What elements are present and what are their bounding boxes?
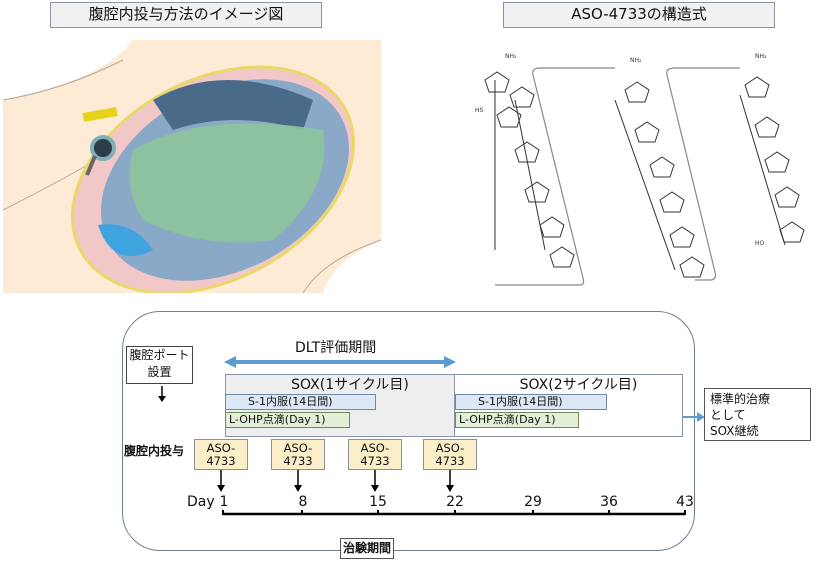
continue-line2: として bbox=[710, 408, 746, 422]
strand-segment-2 bbox=[614, 81, 705, 278]
aso-dose-box: ASO-4733 bbox=[194, 439, 248, 470]
port-placement-box: 腹腔ポート 設置 bbox=[126, 346, 193, 384]
continue-line3: SOX継続 bbox=[710, 424, 759, 438]
sox-cycle-2-title: SOX(2サイクル目) bbox=[519, 377, 638, 393]
down-arrow-icon bbox=[158, 386, 166, 402]
aso-line2: 4733 bbox=[360, 454, 390, 468]
linker-line-1 bbox=[495, 67, 615, 286]
svg-text:HO: HO bbox=[755, 240, 765, 247]
aso-line2: 4733 bbox=[206, 454, 236, 468]
port-cap-icon bbox=[82, 107, 118, 122]
strand-segment-1 bbox=[484, 71, 575, 268]
aso-line2: 4733 bbox=[283, 454, 313, 468]
right-arrow-icon bbox=[683, 412, 705, 422]
s1-cycle-2: S-1内服(14日間) bbox=[455, 394, 607, 410]
day-axis bbox=[222, 510, 686, 516]
intraperitoneal-port-illustration bbox=[3, 40, 381, 293]
continue-line1: 標準的治療 bbox=[710, 392, 771, 406]
sox-cycle-1-title: SOX(1サイクル目) bbox=[291, 377, 409, 393]
day-tick-label: 43 bbox=[676, 494, 694, 510]
strand-segment-3 bbox=[739, 76, 805, 246]
lohp-cycle-2: L-OHP点滴(Day 1) bbox=[455, 412, 579, 428]
s1-cycle-1: S-1内服(14日間) bbox=[225, 394, 376, 410]
dose-arrow-icon bbox=[371, 470, 379, 492]
day-tick-label: 1 bbox=[219, 494, 229, 510]
svg-text:HS: HS bbox=[475, 107, 484, 114]
day-tick-label: 8 bbox=[298, 494, 308, 510]
port-line2: 設置 bbox=[147, 365, 172, 379]
aso-line1: ASO- bbox=[360, 441, 390, 455]
aso-line1: ASO- bbox=[206, 441, 236, 455]
continue-sox-box: 標準的治療 として SOX継続 bbox=[704, 388, 811, 441]
illustration-title: 腹腔内投与方法のイメージ図 bbox=[50, 2, 322, 28]
svg-text:NH₂: NH₂ bbox=[505, 53, 517, 60]
omentum-region bbox=[129, 123, 325, 243]
aso-line1: ASO- bbox=[435, 441, 465, 455]
port-line1: 腹腔ポート bbox=[129, 348, 190, 362]
port-reservoir-icon bbox=[90, 135, 116, 161]
day-tick-label: 22 bbox=[446, 494, 464, 510]
aso-dose-box: ASO-4733 bbox=[423, 439, 477, 470]
svg-text:NH₂: NH₂ bbox=[755, 53, 767, 60]
aso-line2: 4733 bbox=[435, 454, 465, 468]
ip-administration-label: 腹腔内投与 bbox=[124, 444, 185, 458]
dose-arrow-icon bbox=[446, 470, 454, 492]
dlt-double-arrow-icon bbox=[224, 356, 456, 368]
dose-arrow-icon bbox=[294, 470, 302, 492]
day-tick-label: 29 bbox=[524, 494, 542, 510]
dose-arrow-icon bbox=[217, 470, 225, 492]
lohp-cycle-1: L-OHP点滴(Day 1) bbox=[225, 412, 350, 428]
aso-4733-chemical-structure: NH₂ HS NH₂ NH₂ HO bbox=[475, 53, 805, 286]
svg-text:NH₂: NH₂ bbox=[630, 57, 642, 64]
trial-period-label: 治験期間 bbox=[340, 538, 394, 559]
aso-dose-box: ASO-4733 bbox=[271, 439, 325, 470]
schedule-frame bbox=[122, 311, 695, 551]
day-tick-label: 36 bbox=[600, 494, 618, 510]
dlt-label: DLT評価期間 bbox=[295, 340, 377, 356]
day-tick-label: 15 bbox=[369, 494, 387, 510]
aso-line1: ASO- bbox=[283, 441, 313, 455]
linker-line-2 bbox=[666, 67, 740, 281]
day-prefix: Day bbox=[187, 494, 215, 510]
structure-title: ASO-4733の構造式 bbox=[503, 2, 775, 28]
aso-dose-box: ASO-4733 bbox=[348, 439, 402, 470]
